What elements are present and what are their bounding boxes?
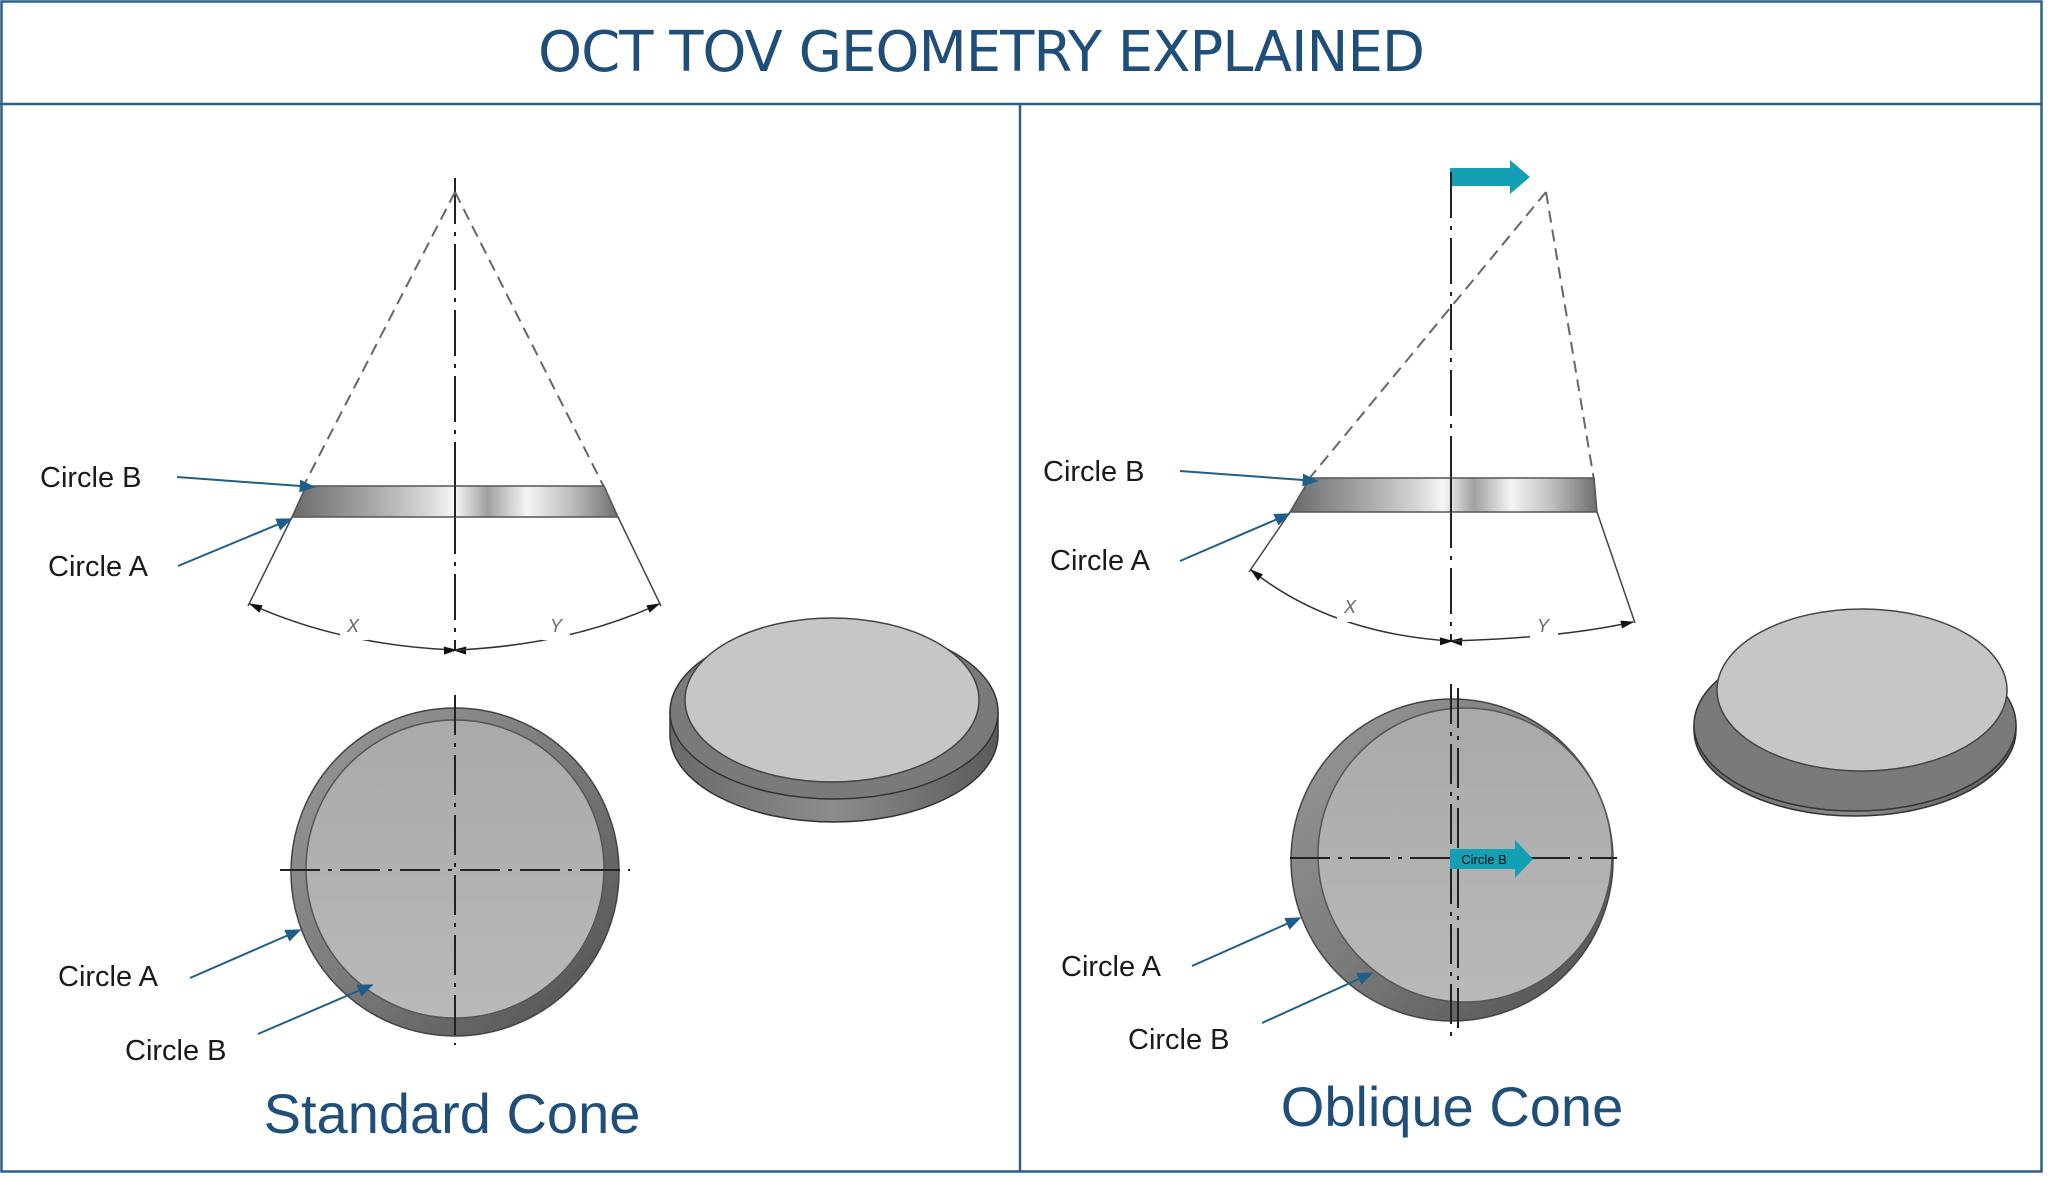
oblique-cone-panel: X Y Circle B Circle A Circle B Circle A … [1043,160,2017,1138]
oblique-frustum-band [1288,477,1598,513]
oblique-top-arrow-label: Circle B [1461,852,1507,867]
standard-side-label-circle-a: Circle A [48,551,149,583]
standard-top-label-circle-b: Circle B [125,1035,227,1067]
standard-3d-disc [669,617,999,823]
oblique-top-label-circle-a: Circle A [1061,951,1162,983]
oblique-direction-arrow-icon [1450,160,1530,194]
oblique-side-label-circle-a: Circle A [1050,545,1151,577]
standard-cone-left-edge [302,191,456,488]
page-title: OCT TOV GEOMETRY EXPLAINED [538,19,1425,85]
standard-top-leader-b [257,984,374,1035]
standard-cone-right-edge [454,191,605,488]
oblique-side-leader-b [1179,470,1319,487]
oblique-top-arrow-icon [1450,840,1533,878]
standard-top-leader-a [189,929,302,979]
oblique-dim-x-label: X [1343,597,1357,617]
standard-side-leader-b [176,476,316,493]
oblique-side-leader-a [1179,513,1291,562]
oblique-side-label-circle-b: Circle B [1043,456,1145,488]
oblique-dim-y-label: Y [1537,616,1551,636]
standard-top-label-circle-a: Circle A [58,961,159,993]
oblique-top-leader-b [1261,972,1374,1024]
standard-dim-x-label: X [346,616,360,636]
standard-side-label-circle-b: Circle B [40,462,142,494]
oblique-cone-right-edge [1545,191,1595,481]
standard-side-leader-a [177,518,293,567]
standard-dim-y-label: Y [550,616,564,636]
standard-cone-panel: X Y Circle B Circle A Circle A Circle B … [40,178,999,1145]
oblique-cone-caption: Oblique Cone [1281,1075,1623,1138]
oblique-top-leader-a [1191,917,1302,967]
standard-cone-caption: Standard Cone [264,1082,641,1145]
oblique-cone-left-edge [1307,191,1547,481]
oblique-3d-disc [1693,608,2017,817]
oblique-top-label-circle-b: Circle B [1128,1024,1230,1056]
